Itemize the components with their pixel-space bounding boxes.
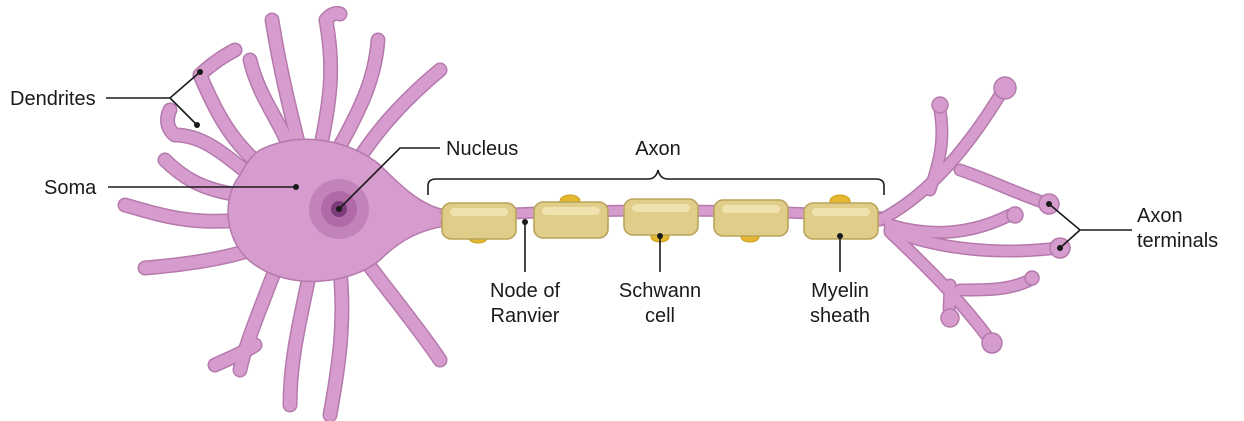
label-dendrites: Dendrites [10, 88, 96, 110]
terminal-bouton [982, 333, 1002, 353]
label-nucleus: Nucleus [446, 138, 518, 160]
terminal-bouton [932, 97, 948, 113]
axon-terminal-branches [880, 77, 1070, 353]
terminal-bouton [1025, 271, 1039, 285]
myelin-segment [534, 195, 608, 238]
label-myelin-sheath-2: sheath [810, 305, 870, 327]
label-schwann-cell-1: Schwann [619, 280, 701, 302]
myelin-segment [804, 195, 878, 239]
myelin-segment [442, 203, 516, 243]
terminal-bouton [1007, 207, 1023, 223]
label-soma: Soma [44, 177, 97, 199]
terminal-bouton [941, 309, 959, 327]
label-axon: Axon [635, 138, 681, 160]
label-node-of-ranvier-1: Node of [490, 280, 560, 302]
label-axon-terminals-1: Axon [1137, 205, 1183, 227]
terminal-bouton [994, 77, 1016, 99]
label-node-of-ranvier-2: Ranvier [491, 305, 560, 327]
label-myelin-sheath-1: Myelin [811, 280, 869, 302]
myelin-segment [714, 200, 788, 242]
label-axon-terminals-2: terminals [1137, 230, 1218, 252]
label-schwann-cell-2: cell [645, 305, 675, 327]
